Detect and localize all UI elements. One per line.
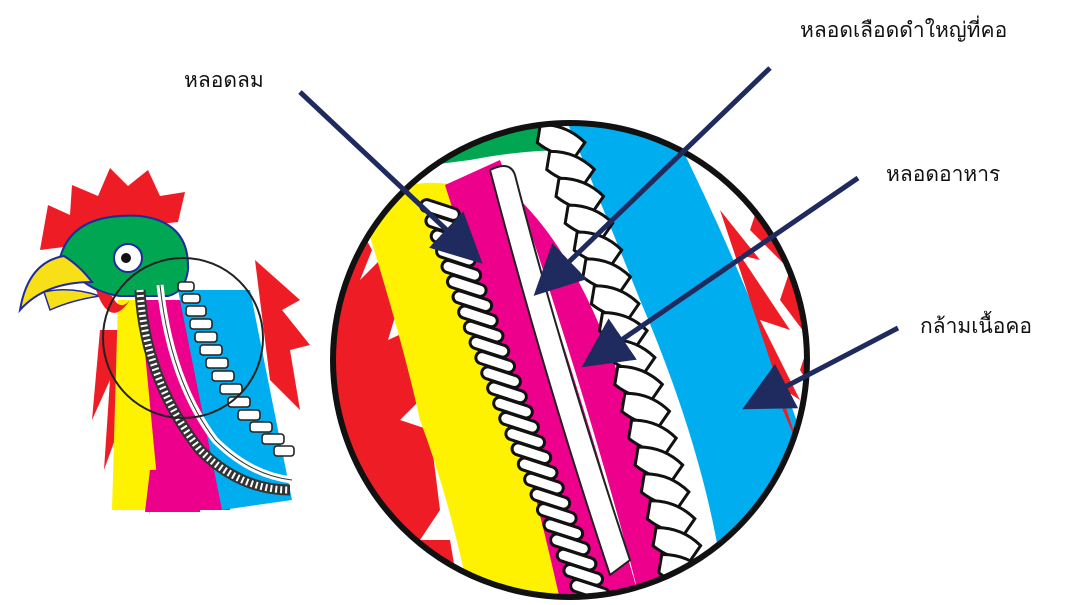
chicken-head-illustration <box>20 168 310 515</box>
label-jugular-vein: หลอดเลือดดำใหญ่ที่คอ <box>800 20 1007 41</box>
label-neck-muscle: กล้ามเนื้อคอ <box>920 316 1032 337</box>
label-trachea: หลอดลม <box>184 70 264 91</box>
label-esophagus: หลอดอาหาร <box>886 164 1000 185</box>
